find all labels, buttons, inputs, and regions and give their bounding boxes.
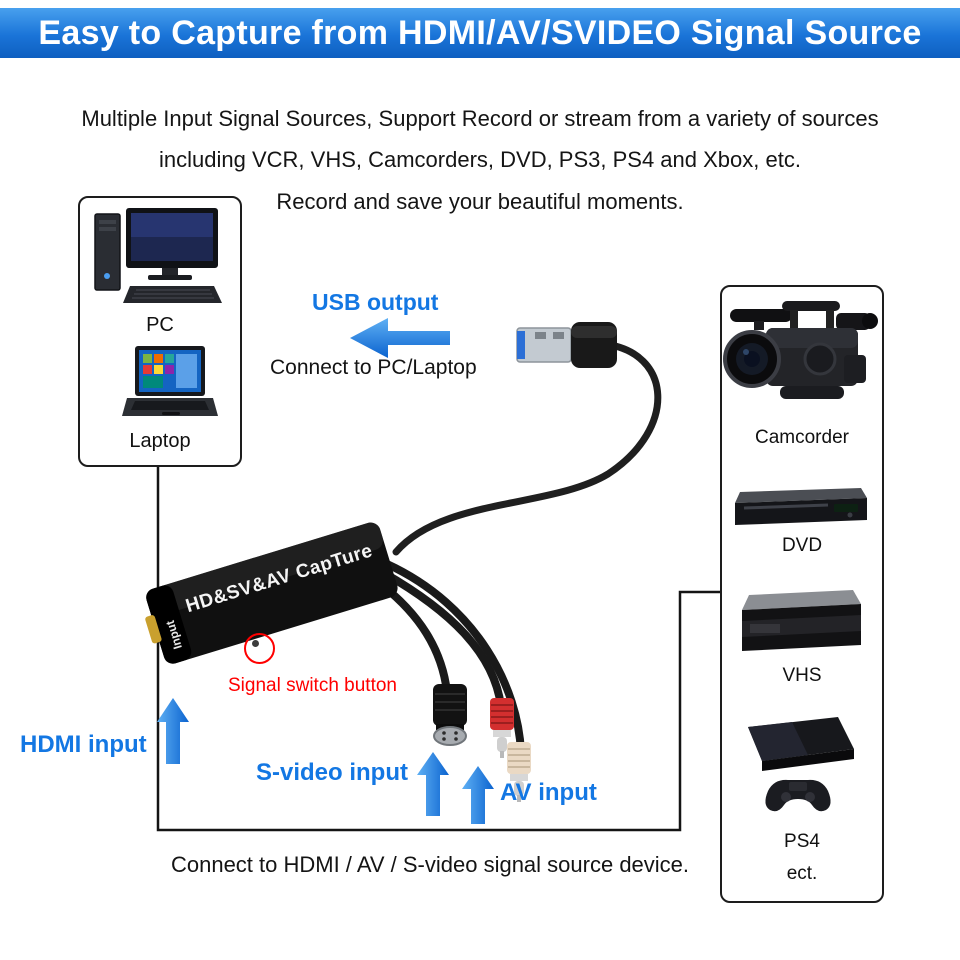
- signal-switch-button[interactable]: [252, 640, 259, 647]
- banner-title: Easy to Capture from HDMI/AV/SVIDEO Sign…: [38, 14, 922, 52]
- ps4-label: PS4: [784, 831, 820, 852]
- svideo-connector-icon: [433, 684, 467, 746]
- switch-button-highlight-circle: [244, 633, 275, 664]
- usb-output-arrow-icon: [350, 318, 450, 358]
- vhs-label: VHS: [782, 665, 822, 686]
- rca-red-connector-icon: [490, 698, 514, 758]
- vhs-tape-icon: [742, 590, 861, 651]
- pc-laptop-panel: PC Laptop: [78, 196, 242, 467]
- capture-device: HD&SV&AV CapTure Input: [145, 522, 398, 664]
- hdmi-port-icon: [145, 615, 162, 644]
- pc-label: PC: [146, 314, 174, 336]
- desktop-pc-icon: [94, 208, 222, 303]
- intro-line-1: Multiple Input Signal Sources, Support R…: [81, 106, 879, 131]
- usb-output-label: USB output: [312, 289, 439, 315]
- laptop-label: Laptop: [129, 430, 191, 452]
- usb-cable: [392, 340, 662, 556]
- rca-red-cable: [380, 569, 505, 710]
- bottom-caption: Connect to HDMI / AV / S-video signal so…: [170, 852, 690, 877]
- camcorder-label: Camcorder: [755, 427, 849, 448]
- ps4-console-icon: [748, 717, 854, 812]
- routing-line: [156, 463, 722, 832]
- intro-line-3: Record and save your beautiful moments.: [276, 189, 684, 214]
- dvd-label: DVD: [781, 535, 823, 556]
- hdmi-input-arrow-icon: [157, 698, 189, 764]
- svideo-input-arrow-icon: [417, 752, 449, 816]
- svideo-input-label: S-video input: [256, 759, 408, 786]
- signal-switch-label: Signal switch button: [228, 675, 397, 696]
- usb-plug-icon: [516, 322, 617, 368]
- sources-etc-label: ect.: [786, 863, 818, 884]
- banner: Easy to Capture from HDMI/AV/SVIDEO Sign…: [0, 8, 960, 58]
- camcorder-icon: [723, 301, 878, 399]
- av-input-label: AV input: [500, 779, 597, 806]
- rca-white-connector-icon: [507, 742, 531, 802]
- dvd-player-icon: [735, 488, 867, 525]
- intro-line-2: including VCR, VHS, Camcorders, DVD, PS3…: [159, 147, 801, 172]
- rca-white-cable: [383, 560, 525, 756]
- laptop-icon: [122, 346, 218, 416]
- signal-sources-panel: Camcorder DVD VHS PS4 ect.: [720, 285, 884, 903]
- hdmi-input-label: HDMI input: [20, 731, 147, 758]
- connect-pc-laptop-label: Connect to PC/Laptop: [270, 356, 477, 379]
- av-input-arrow-icon: [462, 766, 494, 824]
